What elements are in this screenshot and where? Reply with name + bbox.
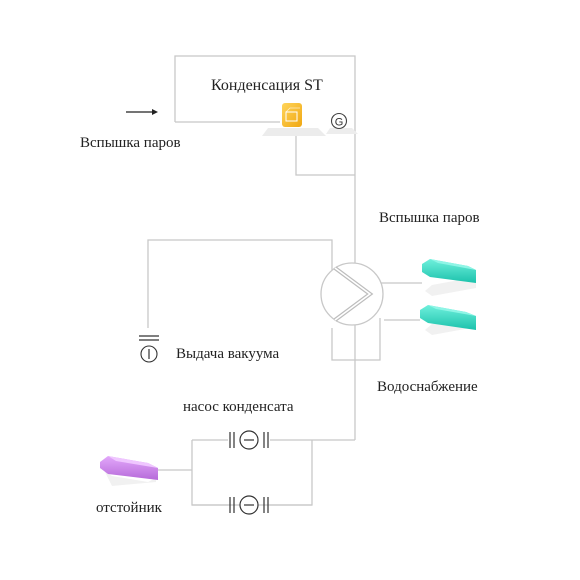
- svg-text:G: G: [335, 117, 344, 129]
- flash-steam-right-label: Вспышка паров: [379, 210, 480, 226]
- vacuum-output-label: Выдача вакуума: [176, 346, 280, 362]
- inlet-arrow-icon: [126, 109, 158, 115]
- heat-exchanger-icon[interactable]: [320, 262, 384, 326]
- pipe-lines: [147, 55, 422, 506]
- settler-label: отстойник: [96, 500, 162, 516]
- condensate-pump-label: насос конденсата: [183, 399, 294, 415]
- water-outlet-icon[interactable]: [420, 305, 476, 335]
- pipe-condenser-return: [295, 132, 355, 176]
- pipe-top-loop: [174, 55, 356, 440]
- condenser-device-icon[interactable]: [262, 103, 326, 136]
- vacuum-output-icon[interactable]: [139, 335, 159, 363]
- condensate-pump-top-icon[interactable]: [229, 430, 269, 450]
- pipe-vacuum-line: [147, 239, 333, 328]
- steam-outlet-icon[interactable]: [422, 259, 476, 296]
- condensation-label: Конденсация ST: [211, 77, 323, 94]
- condensate-pump-bottom-icon[interactable]: [229, 495, 269, 515]
- pipe-water-return: [331, 318, 381, 361]
- generator-icon[interactable]: G: [326, 112, 358, 135]
- settler-tank-icon[interactable]: [100, 456, 158, 486]
- flash-steam-left-label: Вспышка паров: [80, 135, 181, 151]
- water-supply-label: Водоснабжение: [377, 379, 478, 395]
- pipe-pump-loop: [191, 440, 313, 506]
